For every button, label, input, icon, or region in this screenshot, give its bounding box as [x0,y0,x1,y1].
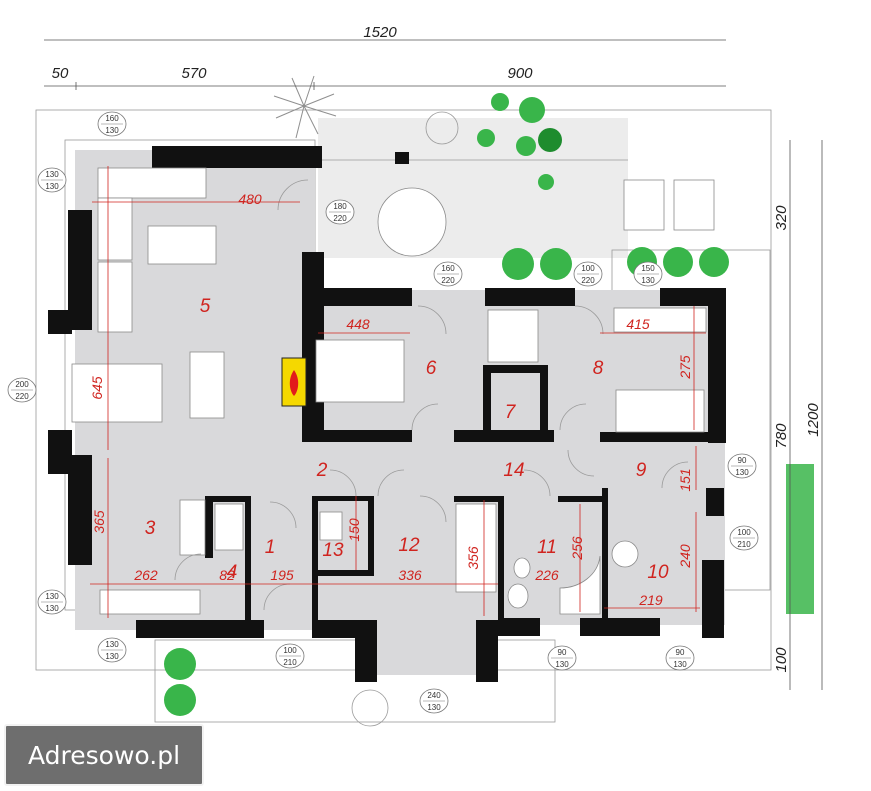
room-dim-r8-width: 415 [626,316,650,332]
opening-width-label: 130 [105,640,119,649]
opening-width-label: 100 [283,646,297,655]
room-dim-r5-height: 645 [89,376,105,400]
furniture [71,167,715,615]
opening-height-label: 130 [45,604,59,613]
room-number-1: 1 [265,537,276,558]
dimension-lines [44,39,823,690]
right-total-label: 1200 [805,403,822,437]
room-dim-r1-width: 195 [270,567,294,583]
room-number-9: 9 [636,460,647,481]
room-number-6: 6 [426,358,437,379]
room-number-13: 13 [322,540,344,561]
room-number-7: 7 [505,402,517,423]
room-dim-r11-height: 256 [569,536,585,561]
room-number-3: 3 [145,518,156,539]
right-middle-label: 780 [773,423,790,449]
room-number-4: 4 [227,562,238,583]
opening-height-label: 130 [105,652,119,661]
opening-height-label: 130 [555,660,569,669]
total-width-label: 1520 [363,24,397,41]
site-outline [35,109,772,723]
opening-badges: 1601301301301802201602201002201501302002… [7,111,759,714]
room-dim-r10-width: 219 [638,592,663,608]
opening-width-label: 130 [45,592,59,601]
right-lower-label: 100 [773,647,790,673]
room-dim-r11-width: 226 [534,567,559,583]
shrub-icon [164,93,814,727]
room-dim-r8-height: 275 [677,355,693,380]
watermark-logo: Adresowo.pl [4,724,204,786]
opening-height-label: 210 [737,540,751,549]
opening-height-label: 220 [581,276,595,285]
room-dim-r6-width: 448 [346,316,370,332]
room-number-5: 5 [200,296,211,317]
room-number-11: 11 [537,537,557,558]
palm-plant-icon [273,75,337,139]
opening-height-label: 130 [673,660,687,669]
room-dim-r5-width: 480 [238,191,262,207]
opening-height-label: 220 [333,214,347,223]
right-upper-label: 320 [773,205,790,231]
left-margin-label: 50 [52,65,69,82]
opening-height-label: 130 [735,468,749,477]
room-dim-r12-height: 356 [465,546,481,570]
opening-width-label: 130 [45,170,59,179]
opening-width-label: 90 [676,648,685,657]
opening-height-label: 130 [427,703,441,712]
opening-height-label: 130 [45,182,59,191]
left-section-label: 570 [181,65,207,82]
room-dim-r13-height: 150 [346,518,362,542]
opening-width-label: 90 [558,648,567,657]
opening-height-label: 220 [441,276,455,285]
room-number-14: 14 [503,460,524,481]
right-section-label: 900 [507,65,533,82]
room-dim-r10-height: 240 [677,544,693,569]
room-dim-r9-height: 151 [677,468,693,491]
opening-width-label: 200 [15,380,29,389]
opening-height-label: 130 [641,276,655,285]
opening-width-label: 160 [105,114,119,123]
room-number-12: 12 [398,535,420,556]
opening-width-label: 180 [333,202,347,211]
fireplace-icon [281,357,307,407]
room-dim-r12-width: 336 [398,567,422,583]
opening-width-label: 100 [737,528,751,537]
opening-width-label: 240 [427,691,441,700]
room-number-10: 10 [647,562,669,583]
opening-height-label: 210 [283,658,297,667]
opening-height-label: 130 [105,126,119,135]
room-number-2: 2 [316,460,328,481]
room-number-8: 8 [593,358,604,379]
room-dim-r4-width: 82 [219,567,235,583]
opening-width-label: 160 [441,264,455,273]
opening-width-label: 100 [581,264,595,273]
opening-width-label: 90 [738,456,747,465]
room-dim-r3-width: 262 [133,567,158,583]
room-dim-r3-height: 365 [91,510,107,534]
opening-width-label: 150 [641,264,655,273]
opening-height-label: 220 [15,392,29,401]
